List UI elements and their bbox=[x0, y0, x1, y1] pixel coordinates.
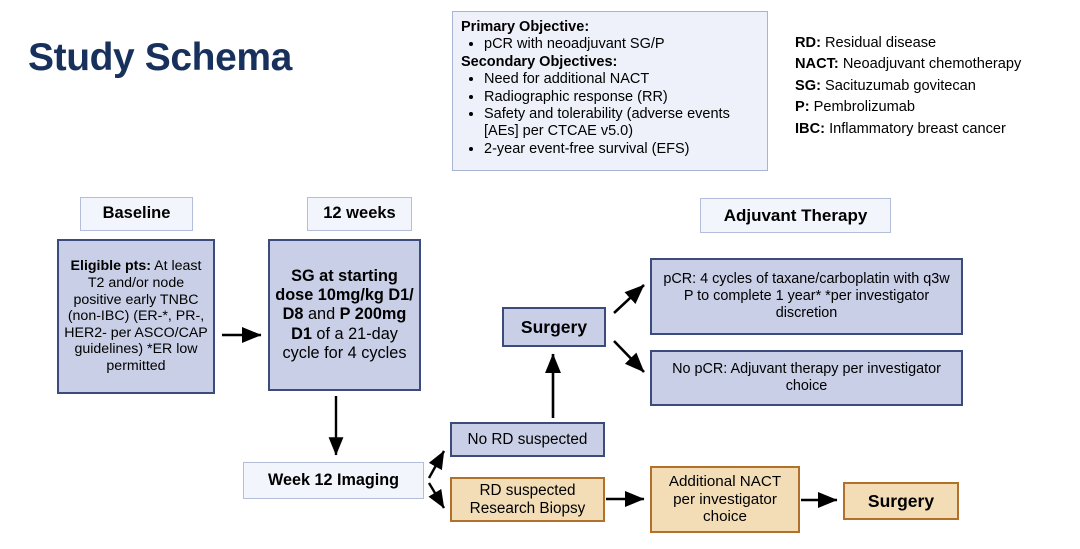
arrow-surgery-to-no-pcr bbox=[613, 340, 645, 373]
legend-definition: Sacituzumab govitecan bbox=[825, 77, 976, 94]
legend-definition: Residual disease bbox=[825, 35, 937, 51]
legend-abbr: P: bbox=[795, 99, 810, 116]
treatment-conjunction: and bbox=[303, 305, 340, 324]
pcr-adjuvant-box: pCR: 4 cycles of taxane/carboplatin with… bbox=[650, 258, 963, 335]
arrow-imaging-to-no-rd bbox=[427, 450, 446, 479]
adjuvant-therapy-header: Adjuvant Therapy bbox=[700, 198, 891, 233]
week-12-imaging-box: Week 12 Imaging bbox=[243, 462, 424, 499]
list-item: Radiographic response (RR) bbox=[484, 89, 759, 106]
legend-abbr: NACT: bbox=[795, 56, 839, 73]
legend-abbr: SG: bbox=[795, 77, 821, 94]
baseline-header: Baseline bbox=[80, 197, 193, 231]
list-item: Need for additional NACT bbox=[484, 71, 759, 88]
twelve-weeks-header: 12 weeks bbox=[307, 197, 412, 231]
list-item: pCR with neoadjuvant SG/P bbox=[484, 36, 759, 53]
rd-suspected-research-biopsy-box: RD suspected Research Biopsy bbox=[450, 477, 605, 522]
legend-definition: Pembrolizumab bbox=[813, 99, 916, 116]
primary-objective-title: Primary Objective: bbox=[461, 19, 590, 35]
eligibility-box: Eligible pts: At least T2 and/or node po… bbox=[57, 239, 215, 394]
list-item: Safety and tolerability (adverse events … bbox=[484, 106, 759, 141]
legend-abbr: RD: bbox=[795, 35, 821, 51]
surgery-box: Surgery bbox=[502, 307, 606, 347]
legend-row: P: Pembrolizumab bbox=[795, 97, 1021, 118]
objectives-panel: Primary Objective: pCR with neoadjuvant … bbox=[452, 11, 768, 171]
legend-row: SG: Sacituzumab govitecan bbox=[795, 76, 1021, 97]
abbreviations-legend: RD: Residual disease NACT: Neoadjuvant c… bbox=[795, 33, 1021, 140]
legend-abbr: IBC: bbox=[795, 120, 825, 137]
legend-definition: Inflammatory breast cancer bbox=[829, 120, 1006, 137]
treatment-regimen-box: SG at starting dose 10mg/kg D1/ D8 and P… bbox=[268, 239, 421, 391]
additional-nact-box: Additional NACT per investigator choice bbox=[650, 466, 800, 533]
no-rd-suspected-box: No RD suspected bbox=[450, 422, 605, 457]
no-pcr-adjuvant-box: No pCR: Adjuvant therapy per investigato… bbox=[650, 350, 963, 406]
legend-definition: Neoadjuvant chemotherapy bbox=[842, 56, 1022, 73]
treatment-p-dose: P 200mg D1 bbox=[291, 305, 407, 343]
legend-row: RD: Residual disease bbox=[795, 33, 1021, 54]
legend-row: NACT: Neoadjuvant chemotherapy bbox=[795, 54, 1021, 75]
arrow-surgery-to-pcr bbox=[613, 284, 645, 314]
treatment-sg-dose: SG at starting dose 10mg/kg D1/ D8 bbox=[275, 267, 414, 324]
secondary-objectives-title: Secondary Objectives: bbox=[461, 53, 618, 70]
legend-row: IBC: Inflammatory breast cancer bbox=[795, 119, 1021, 140]
list-item: 2-year event-free survival (EFS) bbox=[484, 141, 759, 158]
eligibility-lead: Eligible pts: bbox=[70, 258, 151, 275]
arrow-imaging-to-rd bbox=[427, 482, 446, 509]
treatment-cycle-info: of a 21-day cycle for 4 cycles bbox=[282, 324, 407, 362]
eligibility-rest: At least T2 and/or node positive early T… bbox=[64, 258, 208, 375]
page-title: Study Schema bbox=[28, 36, 292, 79]
surgery-after-nact-box: Surgery bbox=[843, 482, 959, 520]
secondary-objectives-list: Need for additional NACT Radiographic re… bbox=[467, 71, 759, 158]
primary-objective-list: pCR with neoadjuvant SG/P bbox=[467, 36, 759, 53]
